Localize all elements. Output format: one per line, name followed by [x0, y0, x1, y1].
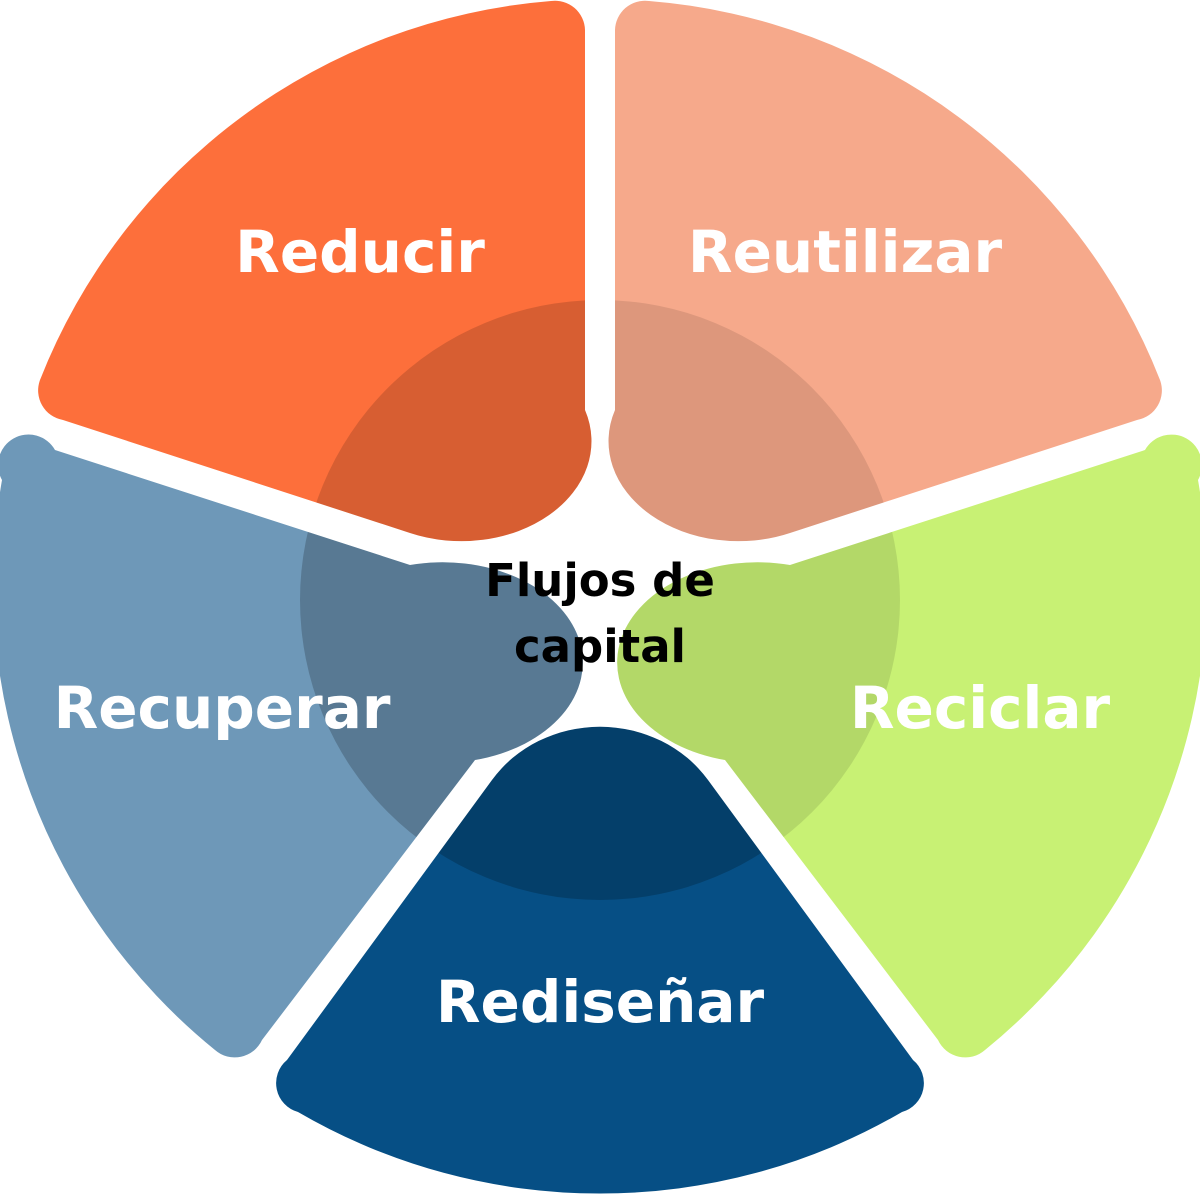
center-title-line-2: capital [514, 620, 686, 673]
segment-reducir-shape [38, 0, 592, 542]
segment-reciclar-inner-tint [617, 434, 900, 900]
segment-reutilizar-inner-tint [608, 300, 900, 542]
segment-reducir: Reducir [38, 0, 592, 542]
segment-reciclar: Reciclar [617, 434, 1200, 1058]
center-title: Flujos de capital [430, 548, 770, 680]
segment-recuperar-shape [0, 434, 583, 1058]
segment-recuperar-label: Recuperar [54, 674, 391, 742]
center-title-line-1: Flujos de [485, 554, 715, 607]
segment-recuperar: Recuperar [0, 434, 583, 1058]
segment-reutilizar-shape [608, 0, 1162, 542]
segment-reducir-inner-tint [300, 300, 592, 542]
segment-redisenar-shape [276, 726, 924, 1194]
segment-reutilizar-label: Reutilizar [688, 218, 1003, 286]
segment-reducir-label: Reducir [235, 218, 485, 286]
segment-reutilizar: Reutilizar [608, 0, 1162, 542]
segment-reciclar-shape [617, 434, 1200, 1058]
segment-redisenar: Rediseñar [276, 726, 924, 1194]
segment-redisenar-label: Rediseñar [436, 968, 765, 1036]
segment-recuperar-inner-tint [300, 434, 583, 900]
segment-reciclar-label: Reciclar [850, 674, 1111, 742]
